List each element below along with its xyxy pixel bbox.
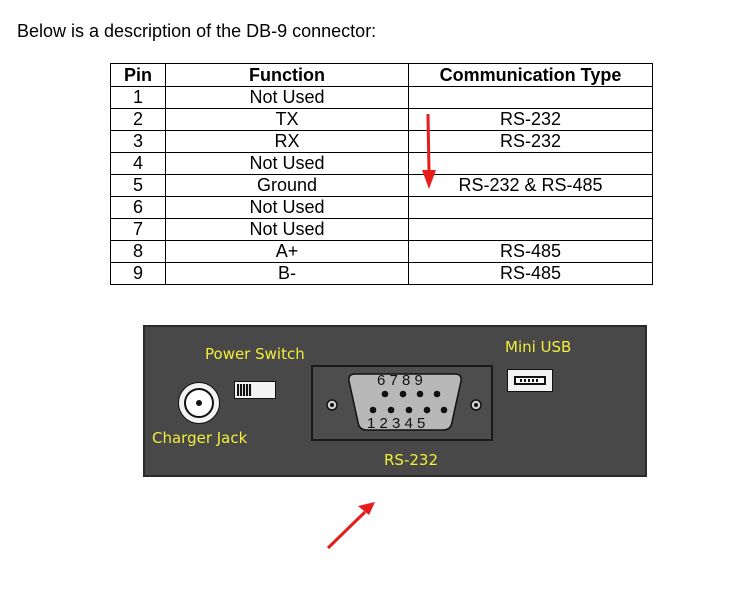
- bottom-pin-numbers: 1 2 3 4 5: [367, 415, 425, 432]
- intro-text: Below is a description of the DB-9 conne…: [17, 21, 377, 41]
- pin-cell: 9: [110, 262, 166, 285]
- function-cell: Not Used: [165, 196, 409, 219]
- pin-cell: 6: [110, 196, 166, 219]
- comm-type-cell: RS-232 & RS-485: [408, 174, 653, 197]
- pin-table: Pin Function Communication Type 1 Not Us…: [110, 63, 653, 285]
- function-cell: TX: [165, 108, 409, 131]
- red-arrow-icon: [326, 502, 375, 550]
- comm-type-cell: RS-232: [408, 108, 653, 131]
- table-row: 6 Not Used: [110, 196, 653, 219]
- comm-type-cell: [408, 152, 653, 175]
- table-row: 8 A+ RS-485: [110, 240, 653, 263]
- pin-cell: 8: [110, 240, 166, 263]
- function-cell: Not Used: [165, 218, 409, 241]
- charger-jack-label: Charger Jack: [152, 429, 248, 447]
- comm-type-cell: [408, 218, 653, 241]
- pin-cell: 5: [110, 174, 166, 197]
- comm-type-cell: RS-485: [408, 240, 653, 263]
- pin-cell: 3: [110, 130, 166, 153]
- comm-type-cell: RS-232: [408, 130, 653, 153]
- pin-cell: 1: [110, 86, 166, 109]
- table-header-row: Pin Function Communication Type: [110, 63, 653, 87]
- function-cell: RX: [165, 130, 409, 153]
- charger-jack-icon: [178, 382, 220, 424]
- pin-cell: 7: [110, 218, 166, 241]
- db9-connector: 6 7 8 9 1 2 3 4 5: [311, 365, 493, 441]
- pin-cell: 2: [110, 108, 166, 131]
- function-cell: A+: [165, 240, 409, 263]
- table-row: 7 Not Used: [110, 218, 653, 241]
- function-cell: Not Used: [165, 86, 409, 109]
- top-pin-numbers: 6 7 8 9: [377, 372, 423, 389]
- table-row: 2 TX RS-232: [110, 108, 653, 131]
- table-row: 3 RX RS-232: [110, 130, 653, 153]
- device-panel: Power Switch Mini USB Charger Jack RS-23…: [143, 325, 647, 477]
- mini-usb-label: Mini USB: [505, 338, 572, 356]
- table-row: 9 B- RS-485: [110, 262, 653, 285]
- table-row: 4 Not Used: [110, 152, 653, 175]
- comm-type-cell: [408, 196, 653, 219]
- function-cell: Ground: [165, 174, 409, 197]
- comm-type-cell: [408, 86, 653, 109]
- header-function: Function: [165, 63, 409, 87]
- mini-usb-icon: [507, 369, 553, 392]
- power-switch-icon: [234, 381, 276, 399]
- header-pin: Pin: [110, 63, 166, 87]
- table-row: 5 Ground RS-232 & RS-485: [110, 174, 653, 197]
- function-cell: B-: [165, 262, 409, 285]
- function-cell: Not Used: [165, 152, 409, 175]
- header-communication-type: Communication Type: [408, 63, 653, 87]
- connector-label: RS-232: [384, 451, 438, 469]
- db9-connector-icon: 6 7 8 9 1 2 3 4 5: [326, 372, 482, 432]
- power-switch-label: Power Switch: [205, 345, 305, 363]
- table-row: 1 Not Used: [110, 86, 653, 109]
- pin-cell: 4: [110, 152, 166, 175]
- comm-type-cell: RS-485: [408, 262, 653, 285]
